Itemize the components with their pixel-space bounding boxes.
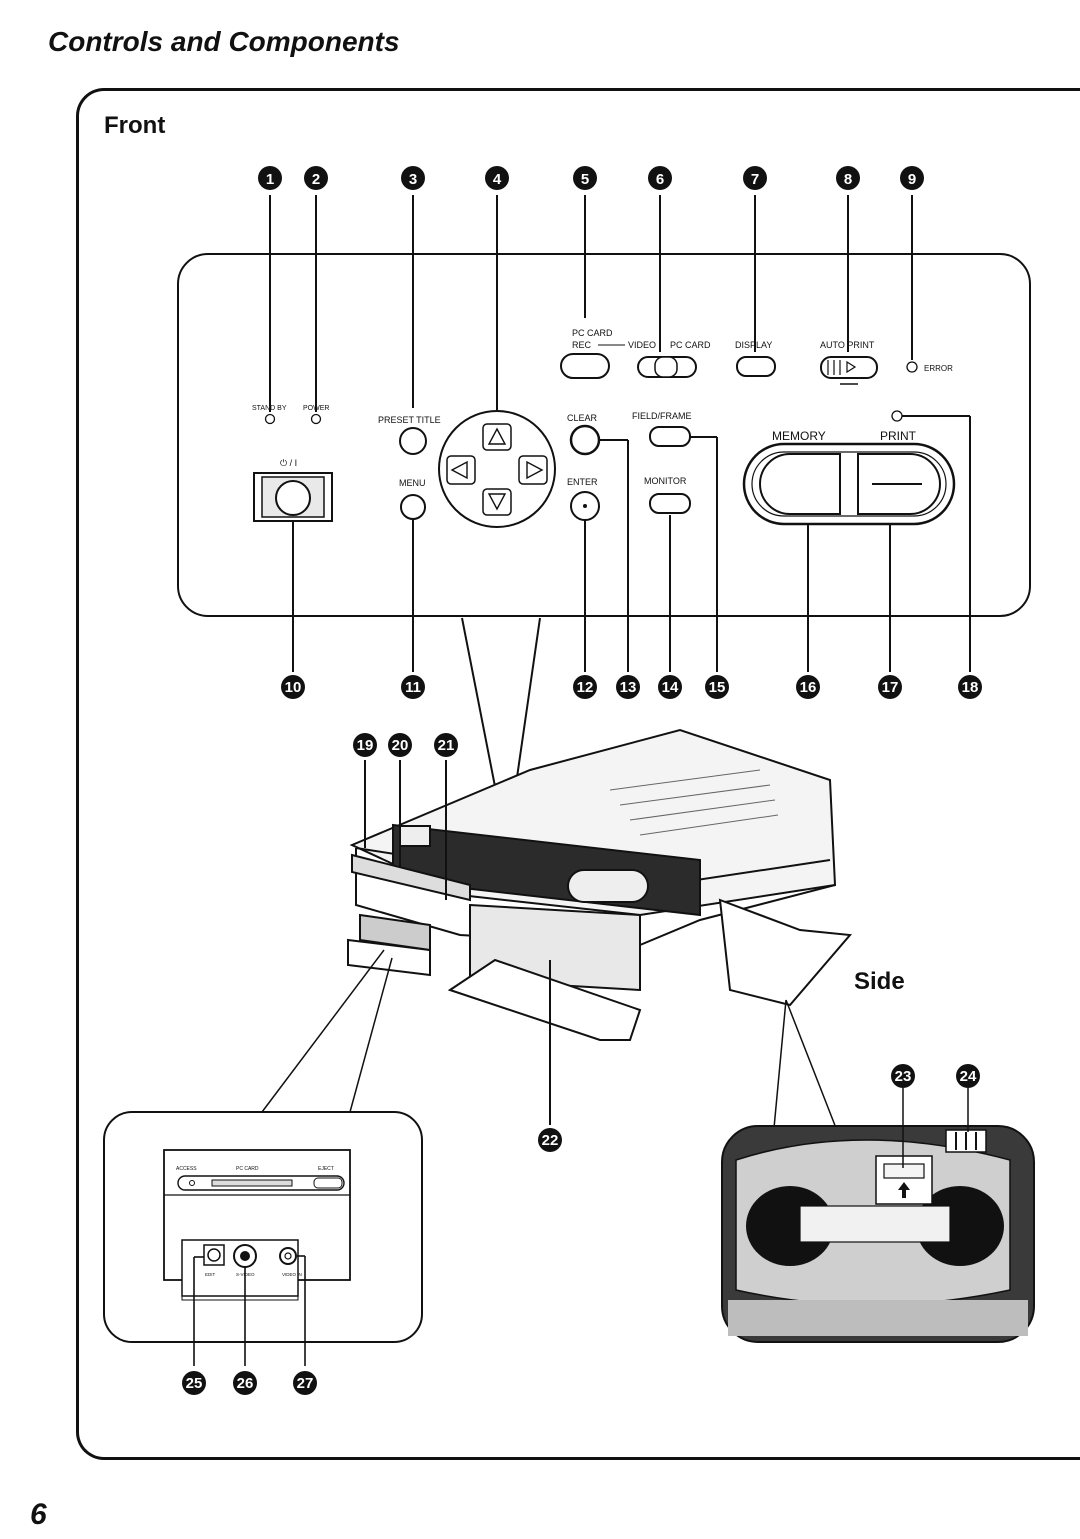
error-label: ERROR	[924, 364, 953, 373]
callout-1: 1	[266, 171, 274, 188]
cursor-pad	[438, 410, 556, 528]
side-inset	[721, 999, 1035, 1343]
callout-6: 6	[656, 171, 664, 188]
inset-pc-card-label: PC CARD	[236, 1166, 259, 1172]
callout-12: 12	[577, 679, 594, 696]
print-indicator	[891, 410, 903, 422]
monitor-label: MONITOR	[644, 476, 687, 486]
callout-16: 16	[800, 679, 817, 696]
callout-11: 11	[405, 679, 421, 696]
pc-card-select-label: PC CARD	[670, 340, 711, 350]
display-button[interactable]	[736, 356, 776, 377]
callout-4: 4	[493, 171, 502, 188]
arrow-left-icon	[450, 460, 468, 480]
error-indicator	[906, 361, 918, 373]
cursor-up-button[interactable]	[482, 423, 512, 451]
arrow-right-icon	[526, 460, 544, 480]
front-heading: Front	[104, 112, 166, 139]
callout-9: 9	[908, 171, 916, 188]
callout-25: 25	[186, 1375, 203, 1392]
auto-print-play-icon	[846, 360, 857, 374]
preset-title-label: PRESET TITLE	[378, 415, 441, 425]
video-in-jack	[279, 1247, 297, 1265]
side-heading: Side	[854, 968, 905, 995]
printer-illustration	[347, 617, 853, 1125]
page-title: Controls and Components	[48, 26, 400, 57]
access-label: ACCESS	[176, 1166, 197, 1172]
power-label: POWER	[303, 405, 329, 412]
display-label: DISPLAY	[735, 340, 772, 350]
control-panel-outline	[177, 253, 1031, 617]
callout-26: 26	[237, 1375, 254, 1392]
arrow-up-icon	[487, 427, 507, 445]
video-label: VIDEO	[628, 340, 656, 350]
memory-label: MEMORY	[772, 429, 826, 443]
arrow-up-icon	[898, 1182, 910, 1198]
callout-22: 22	[542, 1132, 559, 1149]
arrow-down-icon	[487, 493, 507, 511]
callout-5: 5	[581, 171, 589, 188]
cursor-right-button[interactable]	[518, 455, 548, 485]
auto-print-label: AUTO PRINT	[820, 340, 875, 350]
cursor-down-button[interactable]	[482, 488, 512, 516]
pc-card-rec-button[interactable]	[560, 353, 610, 379]
callout-17: 17	[882, 679, 899, 696]
clear-label: CLEAR	[567, 413, 598, 423]
pc-card-label: PC CARD	[572, 328, 613, 338]
edit-label: EDIT	[205, 1272, 216, 1277]
enter-label: ENTER	[567, 477, 598, 487]
jack-inset: ACCESS PC CARD EJECT EDIT S-VIDEO VIDEO …	[103, 949, 423, 1366]
cursor-left-button[interactable]	[446, 455, 476, 485]
edit-jack	[203, 1244, 225, 1266]
callout-23: 23	[895, 1068, 912, 1085]
menu-button[interactable]	[400, 494, 426, 520]
figure-frame	[76, 88, 1080, 1460]
video-in-label: VIDEO IN	[282, 1272, 302, 1277]
eject-button[interactable]	[313, 1177, 343, 1189]
callout-24: 24	[960, 1068, 977, 1085]
callout-3: 3	[409, 171, 417, 188]
callout-19: 19	[357, 737, 374, 754]
callout-18: 18	[962, 679, 979, 696]
page-number: 6	[30, 1498, 47, 1531]
callout-21: 21	[438, 737, 455, 754]
callout-13: 13	[620, 679, 637, 696]
power-button[interactable]	[275, 480, 311, 516]
monitor-button[interactable]	[649, 493, 691, 514]
power-switch-label: ⏻ / I	[280, 458, 297, 468]
callout-10: 10	[285, 679, 302, 696]
callout-27: 27	[297, 1375, 314, 1392]
rec-label: REC	[572, 340, 592, 350]
auto-print-switch[interactable]	[820, 356, 878, 379]
standby-indicator	[264, 413, 276, 425]
field-frame-button[interactable]	[649, 426, 691, 447]
callout-8: 8	[844, 171, 852, 188]
selector-knob	[654, 356, 678, 378]
callout-2: 2	[312, 171, 320, 188]
preset-title-button[interactable]	[399, 427, 427, 455]
bottom-leader-lines	[292, 436, 891, 672]
power-indicator	[310, 413, 322, 425]
eject-label: EJECT	[318, 1166, 334, 1172]
callout-badges: 1 2 3 4 5 6 7 8 9 10 11 12 13 14 15 16 1…	[182, 166, 982, 1395]
menu-label: MENU	[399, 478, 426, 488]
callout-15: 15	[709, 679, 726, 696]
memory-button[interactable]	[759, 453, 841, 515]
field-frame-label: FIELD/FRAME	[632, 411, 692, 421]
print-label: PRINT	[880, 429, 917, 443]
callout-7: 7	[751, 171, 759, 188]
clear-button[interactable]	[569, 424, 601, 456]
top-leader-lines	[269, 195, 971, 672]
callout-20: 20	[392, 737, 409, 754]
callout-14: 14	[662, 679, 679, 696]
standby-label: STAND BY	[252, 405, 287, 412]
